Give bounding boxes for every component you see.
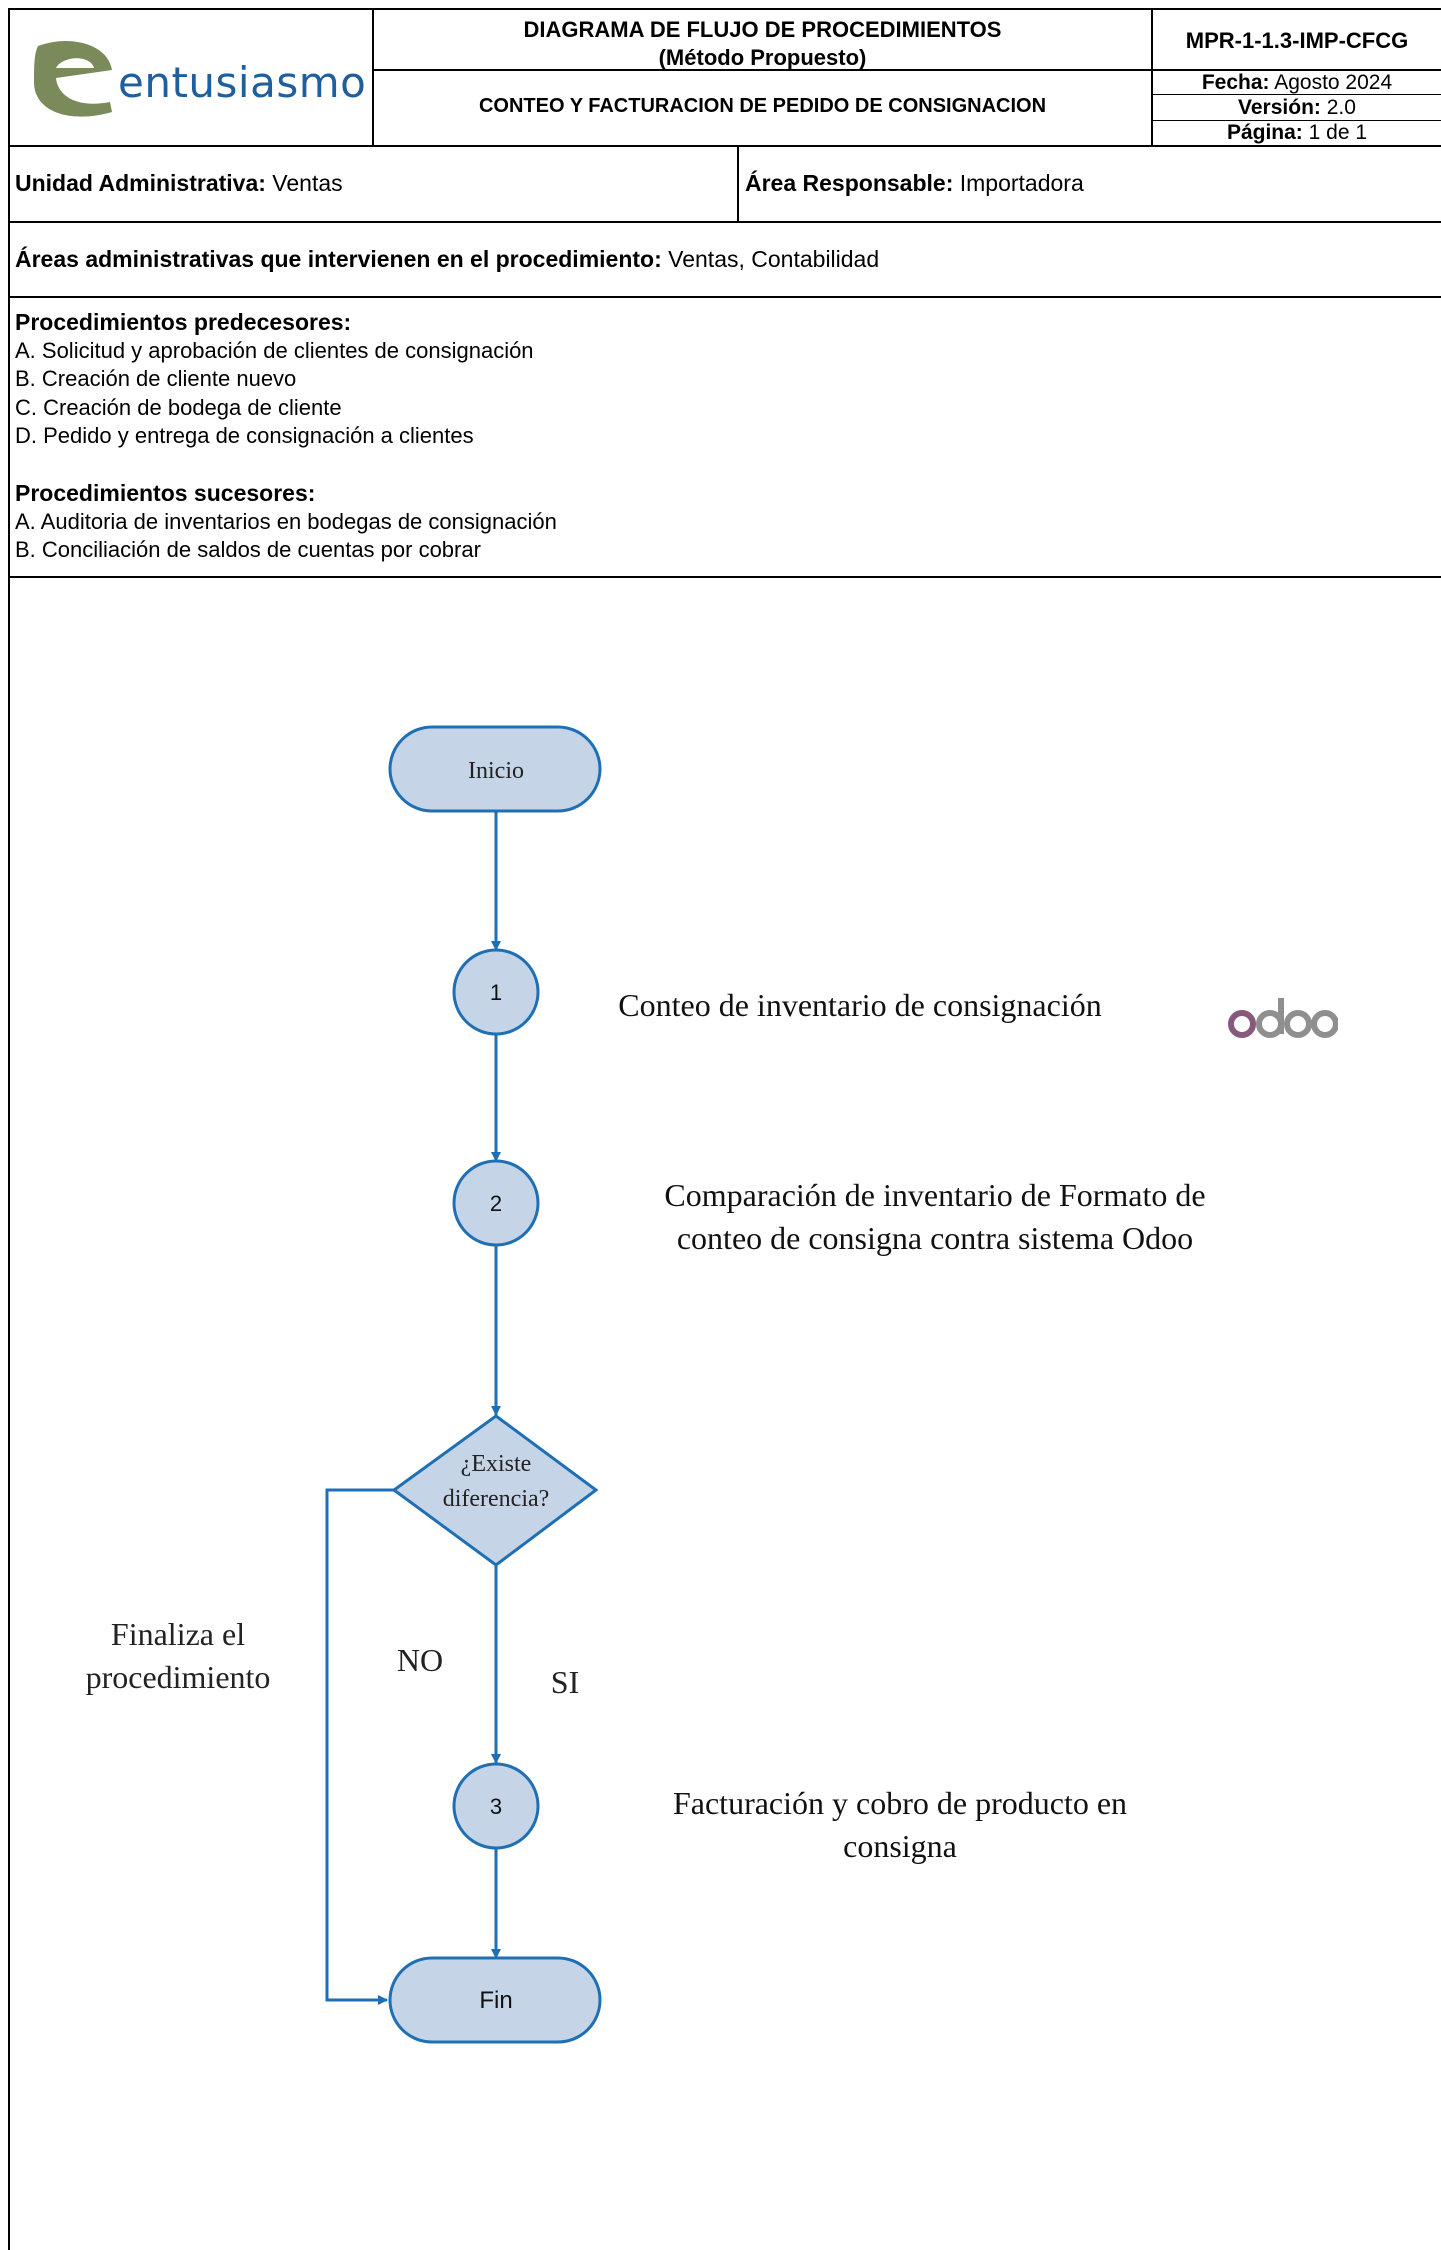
end-label: Fin	[479, 1987, 512, 2014]
area-responsable: Área Responsable: Importadora	[745, 170, 1084, 197]
start-node: Inicio	[388, 725, 602, 813]
step-3-description: Facturación y cobro de producto en consi…	[600, 1782, 1200, 1868]
predecesor-item: C. Creación de bodega de cliente	[15, 394, 342, 420]
areas-value: Ventas, Contabilidad	[668, 246, 880, 272]
end-node: Fin	[388, 1956, 602, 2044]
version-value: 2.0	[1326, 96, 1356, 119]
step-node-1: 1	[452, 948, 540, 1036]
step-3-description-line: Facturación y cobro de producto en	[672, 1785, 1128, 1821]
version-row: Versión: 2.0	[1153, 96, 1441, 119]
odoo-logo-mark	[1228, 998, 1339, 1038]
start-label: Inicio	[468, 758, 524, 784]
connectors	[325, 810, 501, 2005]
step-2-description: Comparación de inventario de Formato de …	[600, 1174, 1270, 1260]
no-note-line2: procedimiento	[86, 1659, 271, 1695]
branch-si-label: SI	[551, 1664, 579, 1700]
step-node-3: 3	[452, 1762, 540, 1850]
area-value: Importadora	[959, 170, 1084, 196]
area-label: Área Responsable:	[745, 170, 954, 196]
step-1-description: Conteo de inventario de consignación	[560, 984, 1160, 1027]
unidad-label: Unidad Administrativa:	[15, 170, 266, 196]
decision-line1: ¿Existe	[461, 1451, 532, 1477]
step-number: 1	[490, 980, 502, 1005]
predecesor-item: A. Solicitud y aprobación de clientes de…	[15, 337, 534, 363]
decision-line2: diferencia?	[443, 1486, 550, 1512]
step-1-description-line: Conteo de inventario de consignación	[618, 987, 1102, 1023]
company-logo: entusiasmo	[30, 38, 366, 120]
company-logo-mark	[34, 40, 112, 117]
pagina-label: Página:	[1226, 121, 1303, 144]
branch-no-label: NO	[397, 1642, 443, 1678]
areas-label: Áreas administrativas que intervienen en…	[15, 246, 662, 272]
process-name: CONTEO Y FACTURACION DE PEDIDO DE CONSIG…	[478, 95, 1047, 117]
sucesores-section: Procedimientos sucesores: A. Auditoria d…	[15, 479, 557, 565]
doc-title-line1: DIAGRAMA DE FLUJO DE PROCEDIMIENTOS	[523, 17, 1002, 42]
decision-node: ¿Existe diferencia?	[391, 1414, 599, 1567]
predecesor-item: D. Pedido y entrega de consignación a cl…	[15, 423, 474, 448]
step-3-description-line: consigna	[843, 1828, 957, 1864]
step-number: 3	[490, 1794, 502, 1819]
sucesores-title: Procedimientos sucesores:	[15, 480, 316, 506]
pagina-value: 1 de 1	[1308, 121, 1368, 144]
fecha-label: Fecha:	[1201, 71, 1270, 94]
predecesores-section: Procedimientos predecesores: A. Solicitu…	[15, 308, 534, 451]
doc-title: DIAGRAMA DE FLUJO DE PROCEDIMIENTOS (Mét…	[374, 16, 1151, 71]
doc-code: MPR-1-1.3-IMP-CFCG	[1185, 28, 1409, 53]
version-label: Versión:	[1238, 96, 1321, 119]
fecha-value: Agosto 2024	[1274, 71, 1393, 94]
predecesor-item: B. Creación de cliente nuevo	[15, 366, 297, 391]
arrow-no-branch	[325, 1488, 394, 2005]
predecesores-title: Procedimientos predecesores:	[15, 309, 352, 335]
unidad-administrativa: Unidad Administrativa: Ventas	[15, 170, 343, 197]
step-number: 2	[490, 1191, 502, 1216]
sucesor-item: A. Auditoria de inventarios en bodegas d…	[15, 508, 557, 534]
unidad-value: Ventas	[272, 170, 343, 196]
areas-intervienen: Áreas administrativas que intervienen en…	[15, 246, 879, 273]
step-2-description-line: conteo de consigna contra sistema Odoo	[676, 1220, 1194, 1256]
sucesor-item: B. Conciliación de saldos de cuentas por…	[15, 537, 481, 562]
company-name: entusiasmo	[118, 58, 367, 107]
fecha-row: Fecha: Agosto 2024	[1153, 71, 1441, 94]
doc-title-line2: (Método Propuesto)	[658, 44, 867, 70]
odoo-logo	[1228, 990, 1339, 1050]
no-note-line1: Finaliza el	[111, 1616, 245, 1652]
pagina-row: Página: 1 de 1	[1153, 121, 1441, 144]
step-2-description-line: Comparación de inventario de Formato de	[664, 1177, 1206, 1213]
step-node-2: 2	[452, 1159, 540, 1247]
